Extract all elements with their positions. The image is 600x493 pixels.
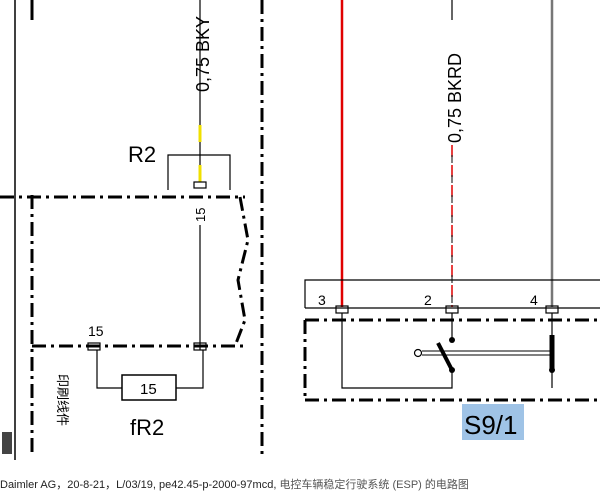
fr2-wire-right [176,350,204,389]
footer-cn-text: 电控车辆稳定行驶系统 (ESP) 的电路图 [279,479,469,491]
fr2-label: fR2 [130,415,164,440]
r2-bracket [167,154,231,190]
s9-internal-loop [341,313,453,389]
fr2-right-connector [193,342,207,351]
footer-text: Daimler AG，20-8-21，L/03/19, pe42.45-p-20… [0,479,280,491]
r2-label: R2 [128,142,156,167]
side-text: 印刷线件 [55,374,70,426]
s9-actuator [413,348,423,358]
wiring-diagram: 印刷线件 R2 0,75 BKY 15 15 15 fR2 0,75 BKRD … [0,0,600,460]
fr2-wire [96,350,122,389]
s9-pin-3: 3 [318,292,326,308]
right-wire-label: 0,75 BKRD [445,53,465,143]
s9-pin-2: 2 [424,292,432,308]
r2-pin-label: 15 [193,208,208,222]
left-wire-label: 0,75 BKY [193,16,213,92]
fr2-left-pin-label: 15 [88,323,104,339]
s9-connector-4 [545,305,559,314]
fr2-resistor-label: 15 [140,381,157,398]
s9-housing [304,279,600,308]
s9-label: S9/1 [464,410,518,440]
s9-switch-lever [436,342,454,371]
s9-contact-2 [449,337,455,343]
s9-connector-2 [445,305,459,314]
footer-caption: Daimler AG，20-8-21，L/03/19, pe42.45-p-20… [0,478,600,493]
r2-connector [193,181,207,189]
fr2-left-connector [87,342,101,351]
s9-pin-4: 4 [530,292,538,308]
frame-zigzag [233,196,250,347]
s9-connector-3 [335,305,349,314]
s9-label-highlight [462,404,524,440]
side-mark [2,432,12,454]
fr2-resistor [121,374,177,401]
